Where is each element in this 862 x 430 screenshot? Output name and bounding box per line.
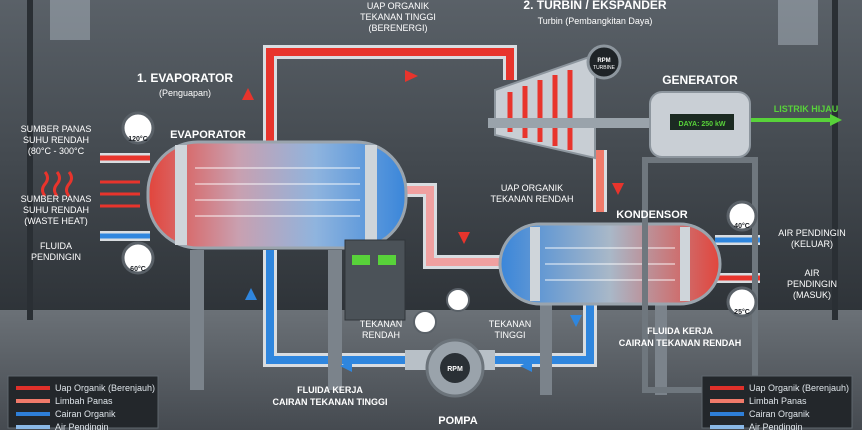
high-liquid-label-1: FLUIDA KERJA [297, 385, 363, 395]
legend-right: Uap Organik (Berenjauh) Limbah Panas Cai… [702, 376, 852, 430]
panel-indicator-2 [378, 255, 396, 265]
gauge-evap-bottom-value: 60°C [130, 265, 146, 273]
evaporator-heading: 1. EVAPORATOR [137, 71, 233, 85]
gauge-evap-top-value: 120°C [128, 135, 148, 143]
cooling-in-label-2: PENDINGIN [787, 279, 837, 289]
legend-left: Uap Organik (Berenjauh) Limbah Panas Cai… [8, 376, 158, 430]
turbine-subheading: Turbin (Pembangkitan Daya) [538, 16, 653, 26]
heat-source-label-2a: SUMBER PANAS [21, 194, 92, 204]
green-power-label: LISTRIK HIJAU [774, 104, 839, 114]
gauge-cond-top-value: 40°C [734, 222, 750, 230]
legend-left-text-3: Air Pendingin [55, 422, 109, 430]
coolant-label-1: FLUIDA [40, 241, 72, 251]
pump-rpm-label: RPM [447, 366, 463, 373]
high-vapor-label-2: TEKANAN TINGGI [360, 12, 436, 22]
low-pressure-label-2: RENDAH [362, 330, 400, 340]
gauge-cond-top: 40°C [728, 202, 756, 230]
cond-leg-left [540, 300, 552, 395]
power-output-value: DAYA: 250 kW [679, 121, 726, 128]
high-pressure-label-1: TEKANAN [489, 319, 532, 329]
legend-left-text-0: Uap Organik (Berenjauh) [55, 383, 155, 393]
generator-label: GENERATOR [662, 73, 738, 87]
window-right [778, 0, 818, 45]
condenser-label: KONDENSOR [616, 209, 688, 221]
evaporator-subheading: (Penguapan) [159, 88, 211, 98]
evap-flange-left [175, 145, 187, 245]
turbine-heading: 2. TURBIN / EKSPANDER [523, 0, 666, 12]
high-pressure-label-2: TINGGI [495, 330, 526, 340]
gauge-cond-bottom: 25°C [728, 288, 756, 316]
coolant-label-2: PENDINGIN [31, 252, 81, 262]
control-panel [345, 240, 405, 320]
low-pressure-label-1: TEKANAN [360, 319, 403, 329]
evap-leg-right [328, 250, 342, 390]
gauge-evap-top: 120°C [123, 113, 153, 143]
turbine-rpm-label: RPM [597, 58, 610, 64]
legend-right-text-1: Limbah Panas [749, 396, 807, 406]
panel-indicator-1 [352, 255, 370, 265]
legend-right-text-2: Cairan Organik [749, 409, 810, 419]
low-liquid-label-1: FLUIDA KERJA [647, 326, 713, 336]
pump-gauge-top [447, 289, 469, 311]
turbine-shaft [488, 118, 658, 128]
evap-leg-left [190, 250, 204, 390]
low-liquid-label-2: CAIRAN TEKANAN RENDAH [619, 338, 742, 348]
evap-flange-right [365, 145, 377, 245]
legend-left-text-2: Cairan Organik [55, 409, 116, 419]
legend-left-text-1: Limbah Panas [55, 396, 113, 406]
low-vapor-label-1: UAP ORGANIK [501, 183, 563, 193]
evaporator-label: EVAPORATOR [170, 129, 246, 141]
cooling-out-label-2: (KELUAR) [791, 239, 833, 249]
cond-flange-left [530, 227, 540, 301]
high-liquid-label-2: CAIRAN TEKANAN TINGGI [273, 397, 388, 407]
legend-right-text-3: Air Pendingin [749, 422, 803, 430]
low-vapor-label-2: TEKANAN RENDAH [490, 194, 573, 204]
pump-gauge-left [414, 311, 436, 333]
cond-flange-right [680, 227, 690, 301]
window-left [50, 0, 90, 40]
high-vapor-label-1: UAP ORGANIK [367, 1, 429, 11]
pump-label: POMPA [438, 415, 478, 427]
heat-source-label-2c: (WASTE HEAT) [24, 216, 88, 226]
turbine-rpm-sublabel: TURBINE [593, 65, 616, 71]
heat-source-label-1a: SUMBER PANAS [21, 124, 92, 134]
heat-source-label-1b: SUHU RENDAH [23, 135, 89, 145]
high-vapor-label-3: (BERENERGI) [368, 23, 427, 33]
gauge-evap-bottom: 60°C [123, 243, 153, 273]
legend-right-text-0: Uap Organik (Berenjauh) [749, 383, 849, 393]
gauge-cond-bottom-value: 25°C [734, 308, 750, 316]
cooling-in-label-1: AIR [804, 268, 820, 278]
cooling-out-label-1: AIR PENDINGIN [778, 228, 846, 238]
cooling-in-label-3: (MASUK) [793, 290, 831, 300]
heat-source-label-2b: SUHU RENDAH [23, 205, 89, 215]
heat-source-label-1c: (80°C - 300°C [28, 146, 85, 156]
